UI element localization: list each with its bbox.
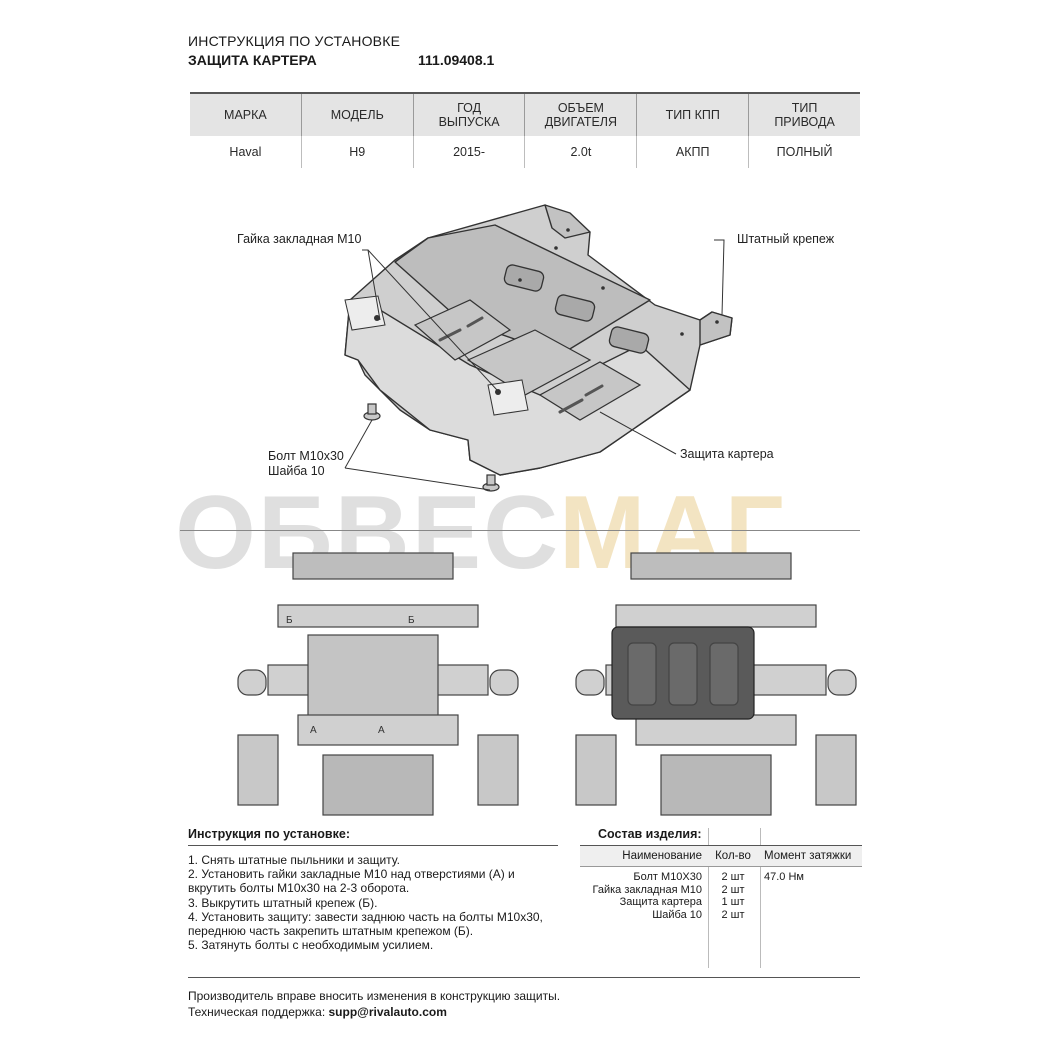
footer-divider: [188, 977, 860, 978]
item-name: Шайба 10: [652, 908, 702, 921]
instructions-title: Инструкция по установке:: [188, 827, 350, 841]
spec-drive: ПОЛНЫЙ: [776, 145, 833, 159]
composition-table: Наименование Кол-во Момент затяжки Болт …: [580, 845, 862, 921]
item-qty: 2 шт: [721, 883, 745, 896]
document-title: ИНСТРУКЦИЯ ПО УСТАНОВКЕ: [188, 33, 401, 49]
composition-header-qty: Кол-во: [715, 850, 751, 862]
spec-gearbox: АКПП: [637, 136, 750, 168]
spec-header-model: МОДЕЛЬ: [302, 94, 414, 136]
divider: [180, 530, 860, 531]
spec-table: МАРКА МОДЕЛЬ ГОД ВЫПУСКА ОБЪЕМ ДВИГАТЕЛЯ…: [190, 92, 860, 168]
table-row: Шайба 10 2 шт: [580, 909, 862, 922]
support-label: Техническая поддержка:: [188, 1005, 329, 1019]
callout-washer: Шайба 10: [268, 464, 325, 478]
spec-header-gearbox: ТИП КПП: [637, 94, 750, 136]
table-row: Защита картера 1 шт: [580, 896, 862, 909]
table-row: Гайка закладная М10 2 шт: [580, 884, 862, 897]
callout-nut: Гайка закладная М10: [237, 232, 362, 246]
chassis-diagram-after: [575, 552, 857, 816]
callout-standard-mount: Штатный крепеж: [737, 232, 835, 246]
chassis-diagram-before: Б Б А А: [237, 552, 519, 816]
item-qty: 2 шт: [721, 908, 745, 921]
label-b-left: Б: [286, 615, 293, 626]
item-name: Гайка закладная М10: [592, 883, 702, 896]
spec-table-row: Haval H9 2015- 2.0t АКПП ПОЛНЫЙ: [190, 136, 860, 168]
label-b-right: Б: [408, 615, 415, 626]
spec-model: H9: [302, 136, 414, 168]
spec-header-drive: ТИП ПРИВОДА: [774, 101, 835, 129]
callout-skid-plate: Защита картера: [680, 447, 774, 461]
instruction-step: 3. Выкрутить штатный крепеж (Б).: [188, 895, 378, 910]
item-qty: 2 шт: [721, 871, 745, 884]
spec-engine: 2.0t: [525, 136, 638, 168]
spec-year: 2015-: [414, 136, 526, 168]
instruction-step: 1. Снять штатные пыльники и защиту.: [188, 853, 400, 867]
item-qty: 1 шт: [721, 896, 745, 909]
footer-note: Производитель вправе вносить изменения в…: [188, 989, 561, 1003]
instruction-step: 5. Затянуть болты с необходимым усилием.: [188, 938, 434, 953]
spec-header-year: ГОД ВЫПУСКА: [414, 94, 526, 136]
spec-header-brand: МАРКА: [190, 94, 302, 136]
spec-brand: Haval: [190, 136, 302, 168]
document-subtitle: ЗАЩИТА КАРТЕРА: [188, 52, 317, 68]
composition-header-torque: Момент затяжки: [764, 850, 852, 862]
instruction-step: 4. Установить защиту: завести заднюю час…: [188, 909, 543, 939]
item-name: Болт М10Х30: [633, 871, 702, 884]
composition-header-name: Наименование: [622, 850, 702, 862]
column-divider: [760, 828, 761, 968]
item-name: Защита картера: [619, 896, 702, 909]
spec-table-header: МАРКА МОДЕЛЬ ГОД ВЫПУСКА ОБЪЕМ ДВИГАТЕЛЯ…: [190, 92, 860, 136]
column-divider: [708, 828, 709, 968]
support-email[interactable]: supp@rivalauto.com: [328, 1005, 447, 1019]
label-a-right: А: [378, 725, 385, 736]
instructions-divider: [188, 845, 558, 846]
table-row: Болт М10Х30 2 шт 47.0 Нм: [580, 871, 862, 884]
label-a-left: А: [310, 725, 317, 736]
spec-header-engine: ОБЪЕМ ДВИГАТЕЛЯ: [525, 94, 638, 136]
composition-header: Наименование Кол-во Момент затяжки: [580, 845, 862, 867]
item-torque: 47.0 Нм: [764, 871, 804, 884]
instruction-step: 2. Установить гайки закладные М10 над от…: [188, 867, 515, 896]
footer-support: Техническая поддержка: supp@rivalauto.co…: [188, 1005, 447, 1019]
composition-title: Состав изделия:: [598, 827, 702, 841]
article-code: 111.09408.1: [418, 52, 495, 68]
callout-bolt: Болт М10х30: [268, 449, 344, 463]
instructions-list: 1. Снять штатные пыльники и защиту. 2. У…: [188, 853, 588, 952]
